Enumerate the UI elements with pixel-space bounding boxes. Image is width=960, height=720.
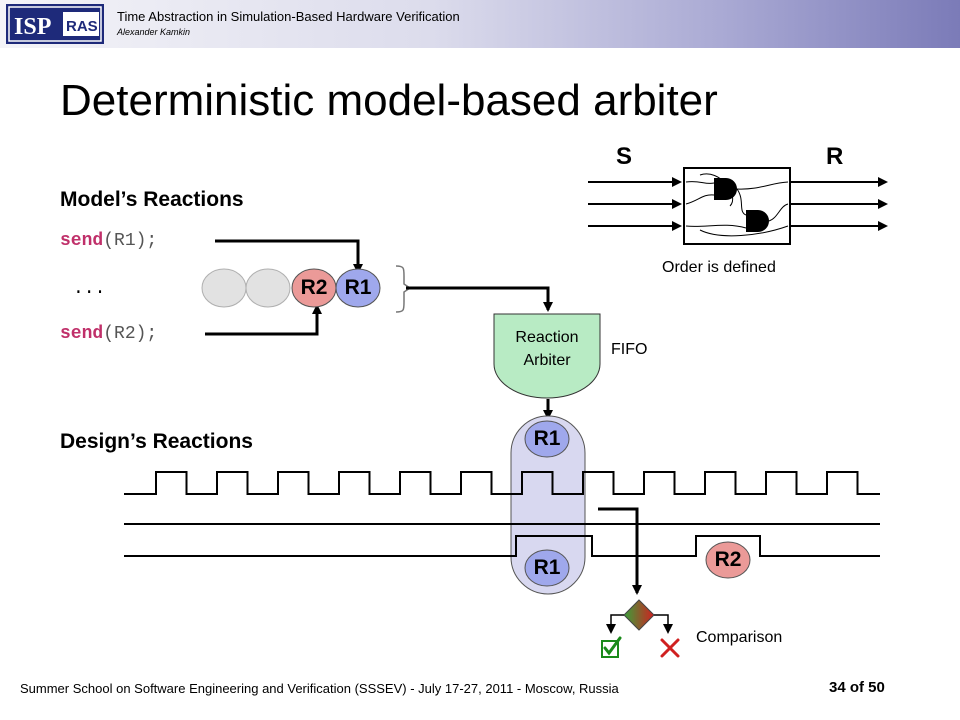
models-reactions-heading: Model’s Reactions [60, 188, 244, 211]
header-bar: ISP RAS Time Abstraction in Simulation-B… [0, 0, 960, 48]
comparison-diamond [623, 599, 655, 631]
ellipsis: ... [73, 279, 106, 299]
send-r1-args: (R1); [103, 231, 158, 251]
author-name: Alexander Kamkin [117, 27, 191, 37]
model-queue [201, 268, 381, 308]
clock-waveform [124, 471, 880, 495]
send-keyword: send [60, 324, 104, 344]
wave-r2: R2 [714, 548, 742, 571]
designs-reactions-heading: Design’s Reactions [60, 430, 253, 453]
slide-title: Deterministic model-based arbiter [60, 76, 718, 125]
queue-item-r1: R1 [344, 276, 372, 299]
reaction-arbiter-shape [493, 313, 601, 399]
page-number: 34 of 50 [829, 679, 885, 696]
output-r1: R1 [533, 427, 561, 450]
presentation-title: Time Abstraction in Simulation-Based Har… [117, 9, 460, 24]
send-r1-line: send(R1); [60, 231, 157, 251]
send-r2-line: send(R2); [60, 324, 157, 344]
circuit-block [588, 167, 888, 245]
r-label: R [826, 143, 844, 170]
comparison-label: Comparison [696, 629, 783, 646]
arbiter-label-line1: Reaction [515, 329, 579, 346]
wave-r1: R1 [533, 556, 561, 579]
fifo-label: FIFO [611, 341, 648, 358]
s-label: S [616, 143, 633, 170]
reaction-capsule [510, 415, 586, 595]
svg-text:ISP: ISP [14, 14, 51, 40]
check-box-icon [601, 636, 622, 658]
send-keyword: send [60, 231, 104, 251]
send-r2-args: (R2); [103, 324, 158, 344]
cross-icon [660, 638, 680, 658]
clock-signal [124, 471, 880, 495]
queue-item-r2: R2 [300, 276, 328, 299]
arbiter-label-line2: Arbiter [523, 352, 571, 369]
svg-text:RAS: RAS [66, 18, 98, 35]
order-caption: Order is defined [662, 259, 776, 276]
ispras-logo: ISP RAS [6, 4, 104, 44]
footer-text: Summer School on Software Engineering an… [20, 681, 619, 696]
